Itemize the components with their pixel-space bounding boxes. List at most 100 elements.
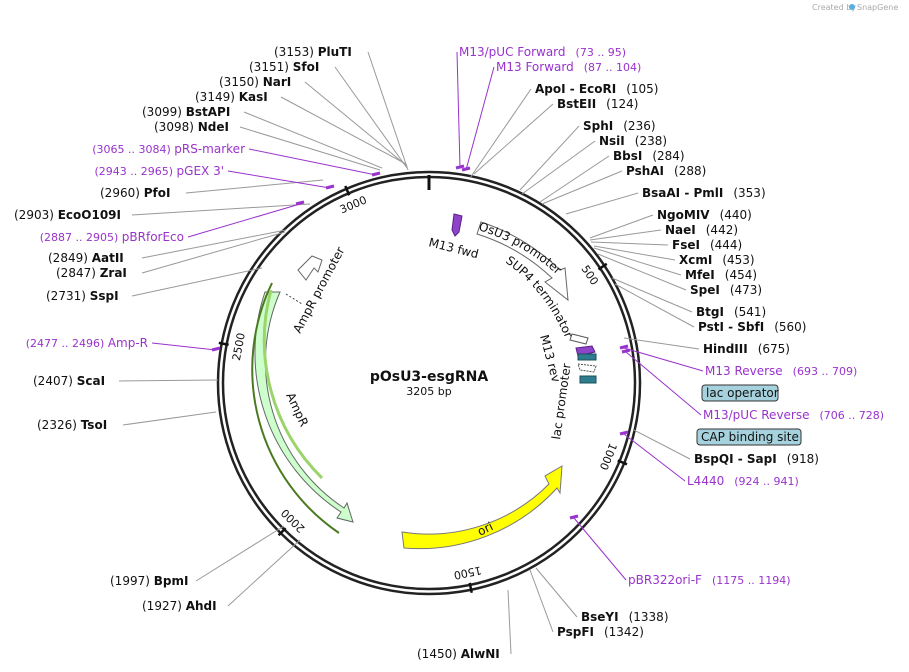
site-label: (2847) ZraI [56,266,127,280]
leader-line [589,214,654,239]
primer-mark [619,430,629,436]
primer-leader [573,517,627,581]
tick-500 [597,262,608,271]
site-label: MfeI(454) [685,268,757,282]
m13-fwd-arrow [451,213,463,237]
leader-line [593,247,682,276]
lac-operator-mark [577,353,597,361]
site-label: (1997) BpmI [110,574,188,588]
leader-line [185,179,324,194]
leader-line [565,192,639,215]
site-label: BtgI(541) [696,305,766,319]
plasmid-name: pOsU3-esgRNA [370,369,489,385]
tick-2500 [218,341,229,346]
leader-line [131,267,263,297]
site-label: (3098) NdeI [154,120,229,134]
restriction-sites: (3153) PluTI(3151) SfoI(3150) NarI(3149)… [14,45,819,661]
primer-mark [569,514,579,520]
leader-line [590,241,669,246]
primer-leader [227,170,331,189]
snapgene-logo-icon [849,4,855,10]
site-label: BstEII(124) [557,97,638,111]
leader-line [131,203,311,216]
leader-line [633,429,691,460]
leader-line [141,229,287,259]
credit-text: Created by [812,3,856,12]
leader-line [614,283,695,328]
site-label: (3151) SfoI [249,60,319,74]
primer-label: pBR322ori-F(1175 .. 1194) [628,573,791,587]
primer-mark [325,184,335,190]
primer-mark [371,171,381,177]
leader-line [227,539,301,607]
feature-label-ori: ori [475,519,495,538]
site-label: HindIII(675) [703,342,790,356]
primer-labels: M13/pUC Forward(73 .. 95)M13 Forward(87 … [26,45,884,587]
tick-1000 [617,459,628,466]
site-label: SpeI(473) [690,283,762,297]
feature-label-ampr: AmpR [283,390,311,428]
leader-line [593,245,676,261]
primer-leader [623,433,686,482]
site-label: NsiI(238) [599,134,667,148]
leader-line [367,51,409,171]
leader-line [304,81,408,167]
primer-mark [295,200,305,206]
site-label: SphI(236) [583,119,656,133]
leader-line [243,111,383,169]
leader-line [535,567,578,618]
credit-brand: SnapGene [857,3,898,12]
site-label: (1450) AlwNI [417,647,500,661]
lac-operator-box [701,384,779,402]
primer-label: M13 Forward(87 .. 104) [496,60,641,74]
ampr-promoter-arrow [297,255,323,281]
primer-leader [187,203,301,238]
site-label: ApoI - EcoRI(105) [535,82,658,96]
site-label: XcmI(453) [679,253,755,267]
site-label: (2407) ScaI [33,374,105,388]
primer-leader [151,342,217,351]
site-label: (3099) BstAPI [142,105,230,119]
site-label: PspFI(1342) [557,625,644,639]
leader-line [122,411,217,426]
leader-line [141,231,286,274]
leader-line [529,569,554,633]
ampr-promoter-dash [285,293,303,305]
tick-1500 [468,582,473,593]
ori-arrow [401,465,563,550]
primer-label: M13/pUC Forward(73 .. 95) [459,45,626,59]
leader-line [597,253,687,291]
primer-label: (3065 .. 3084) pRS-marker [92,142,245,156]
primer-leader [465,66,495,171]
sup4-terminator-mark [569,333,589,345]
osu3-promoter-arrow [476,221,569,302]
primer-leader [456,51,461,169]
site-label: BbsI(284) [613,149,685,163]
primer-leader [625,351,702,416]
primer-leader [623,347,704,372]
primer-label: (2887 .. 2905) pBRforEco [40,230,184,244]
boxed-feature-labels: lac operator CAP binding site [696,384,802,446]
primer-mark [621,348,631,354]
primer-mark [619,344,629,350]
leader-lines [118,51,704,655]
leader-line [195,525,285,582]
site-label: (2731) SspI [46,289,119,303]
tick-label-2500: 2500 [230,332,248,362]
lac-operator-label: lac operator [706,386,779,400]
primer-leader [248,148,377,176]
leader-line [539,155,610,203]
plasmid-size: 3205 bp [406,385,451,398]
leader-line [280,96,407,165]
site-label: BspQI - SapI(918) [694,452,819,466]
site-label: PshAI(288) [626,164,706,178]
backbone-outer-ring [216,170,642,596]
site-label: (2849) AatII [48,251,124,265]
cap-binding-site-label: CAP binding site [701,430,799,444]
leader-line [519,125,580,191]
site-label: (2903) EcoO109I [14,208,121,222]
site-label: BseYI(1338) [581,610,669,624]
leader-line [589,229,662,241]
site-label: (3153) PluTI [274,45,352,59]
